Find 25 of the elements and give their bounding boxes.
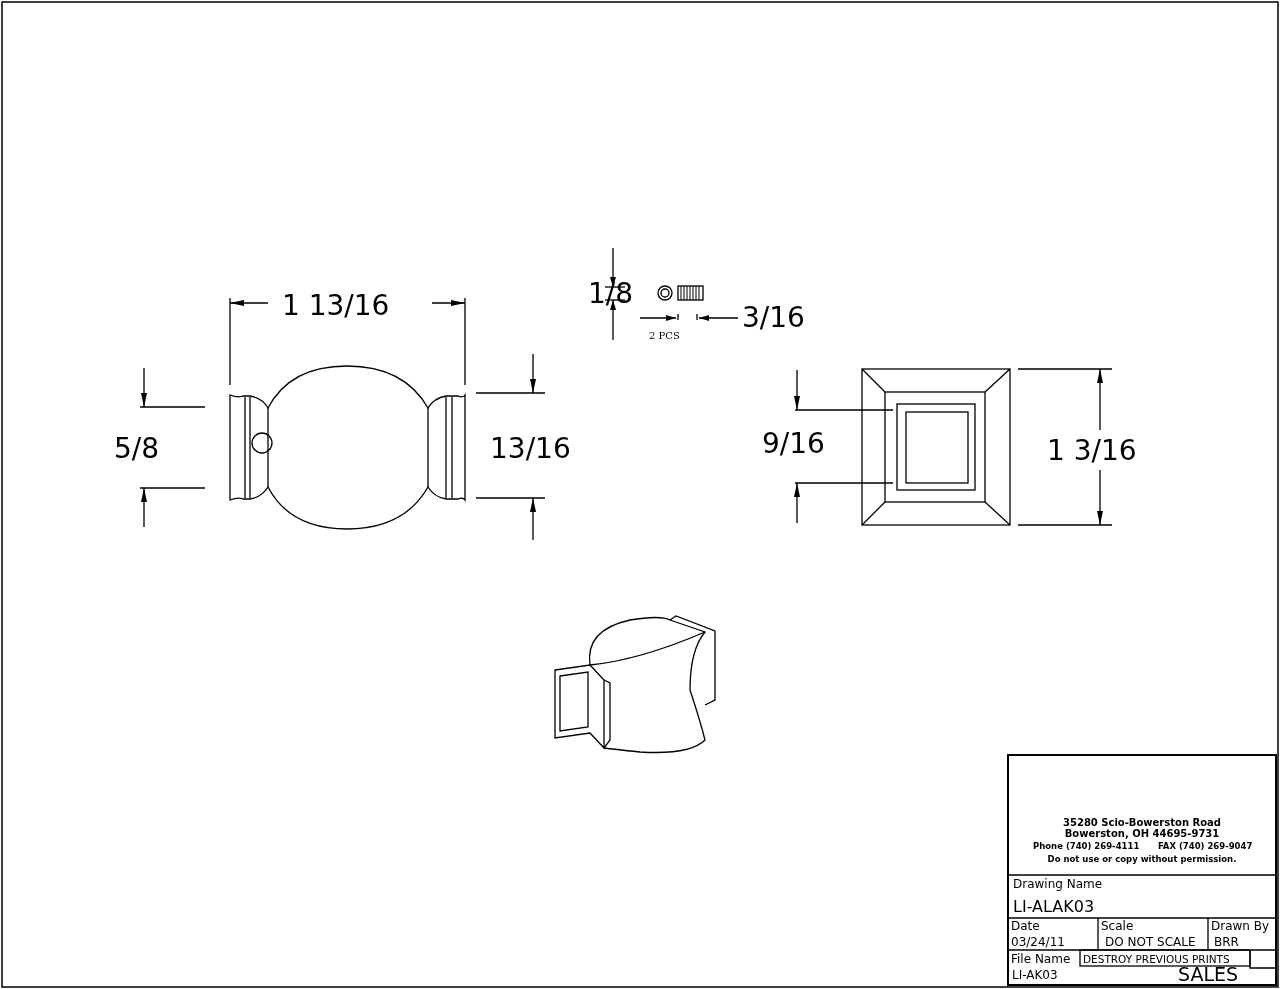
drawing-name-value: LI-ALAK03 [1013,899,1095,915]
dimension-value: 5/8 [114,435,160,463]
field-label: Drawing Name [1013,878,1103,890]
scale-value: DO NOT SCALE [1105,936,1196,948]
dimension-value: 1 13/16 [282,292,390,320]
date-value: 03/24/11 [1011,936,1065,948]
field-label: Scale [1101,920,1134,932]
fax-number: FAX (740) 269-9047 [1158,842,1253,851]
dimension-value: 13/16 [490,435,571,463]
dimension-value: 1/8 [588,280,634,308]
address-text: 35280 Scio-Bowerston Road [1063,818,1221,828]
dimension-value: 9/16 [762,430,825,458]
file-name-value: LI-AK03 [1012,969,1058,981]
status-text: SALES [1178,965,1239,984]
address-text: Bowerston, OH 44695-9731 [1064,829,1220,839]
print-note: DESTROY PREVIOUS PRINTS [1083,954,1230,965]
field-label: File Name [1011,953,1071,965]
phone-number: Phone (740) 269-4111 [1033,842,1140,851]
copyright-note: Do not use or copy without permission. [1047,855,1237,864]
quantity-note: 2 PCS [649,331,680,341]
dimension-value: 1 3/16 [1047,437,1137,465]
field-label: Drawn By [1211,920,1270,932]
field-label: Date [1011,920,1040,932]
dimension-value: 3/16 [742,304,805,332]
drawn-by-value: BRR [1214,936,1239,948]
